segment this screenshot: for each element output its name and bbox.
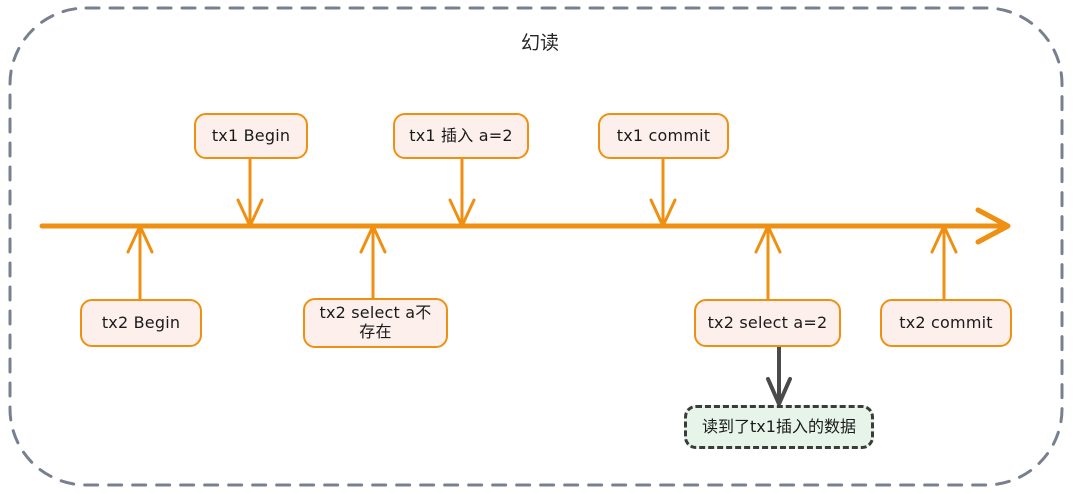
node-tx2-commit-label: tx2 commit [899,312,993,332]
node-tx2-begin[interactable]: tx2 Begin [80,299,202,347]
node-tx1-commit-label: tx1 commit [616,125,711,145]
connector-tx2-commit [930,224,958,299]
node-tx1-commit[interactable]: tx1 commit [598,113,729,159]
connector-tx1-commit [649,159,677,228]
timeline-axis [39,207,1011,245]
node-tx1-begin-label: tx1 Begin [211,125,291,145]
outer-dashed-container [8,6,1064,487]
node-tx2-select-a2[interactable]: tx2 select a=2 [694,299,841,347]
connector-tx2-begin [126,224,154,299]
page-title: 幻读 [520,32,559,54]
node-tx2-select-a[interactable]: tx2 select a不 存在 [303,298,448,348]
node-tx2-begin-label: tx2 Begin [101,312,181,332]
node-tx2-select-a-label: tx2 select a不 存在 [319,303,432,341]
node-tx2-select-a2-label: tx2 select a=2 [707,312,828,332]
node-tx1-insert[interactable]: tx1 插入 a=2 [393,113,529,159]
node-phantom-read-note-label: 读到了tx1插入的数据 [702,416,856,436]
connector-tx1-begin [236,159,264,228]
node-tx2-commit[interactable]: tx2 commit [880,299,1012,347]
connector-tx2-select-a2 [754,224,782,299]
connector-tx2-select-a [359,224,387,298]
connector-phantom-read-note [766,347,792,406]
node-tx1-insert-label: tx1 插入 a=2 [409,125,513,145]
connector-tx1-insert [448,159,476,228]
node-tx1-begin[interactable]: tx1 Begin [194,113,308,159]
node-phantom-read-note[interactable]: 读到了tx1插入的数据 [684,405,874,449]
